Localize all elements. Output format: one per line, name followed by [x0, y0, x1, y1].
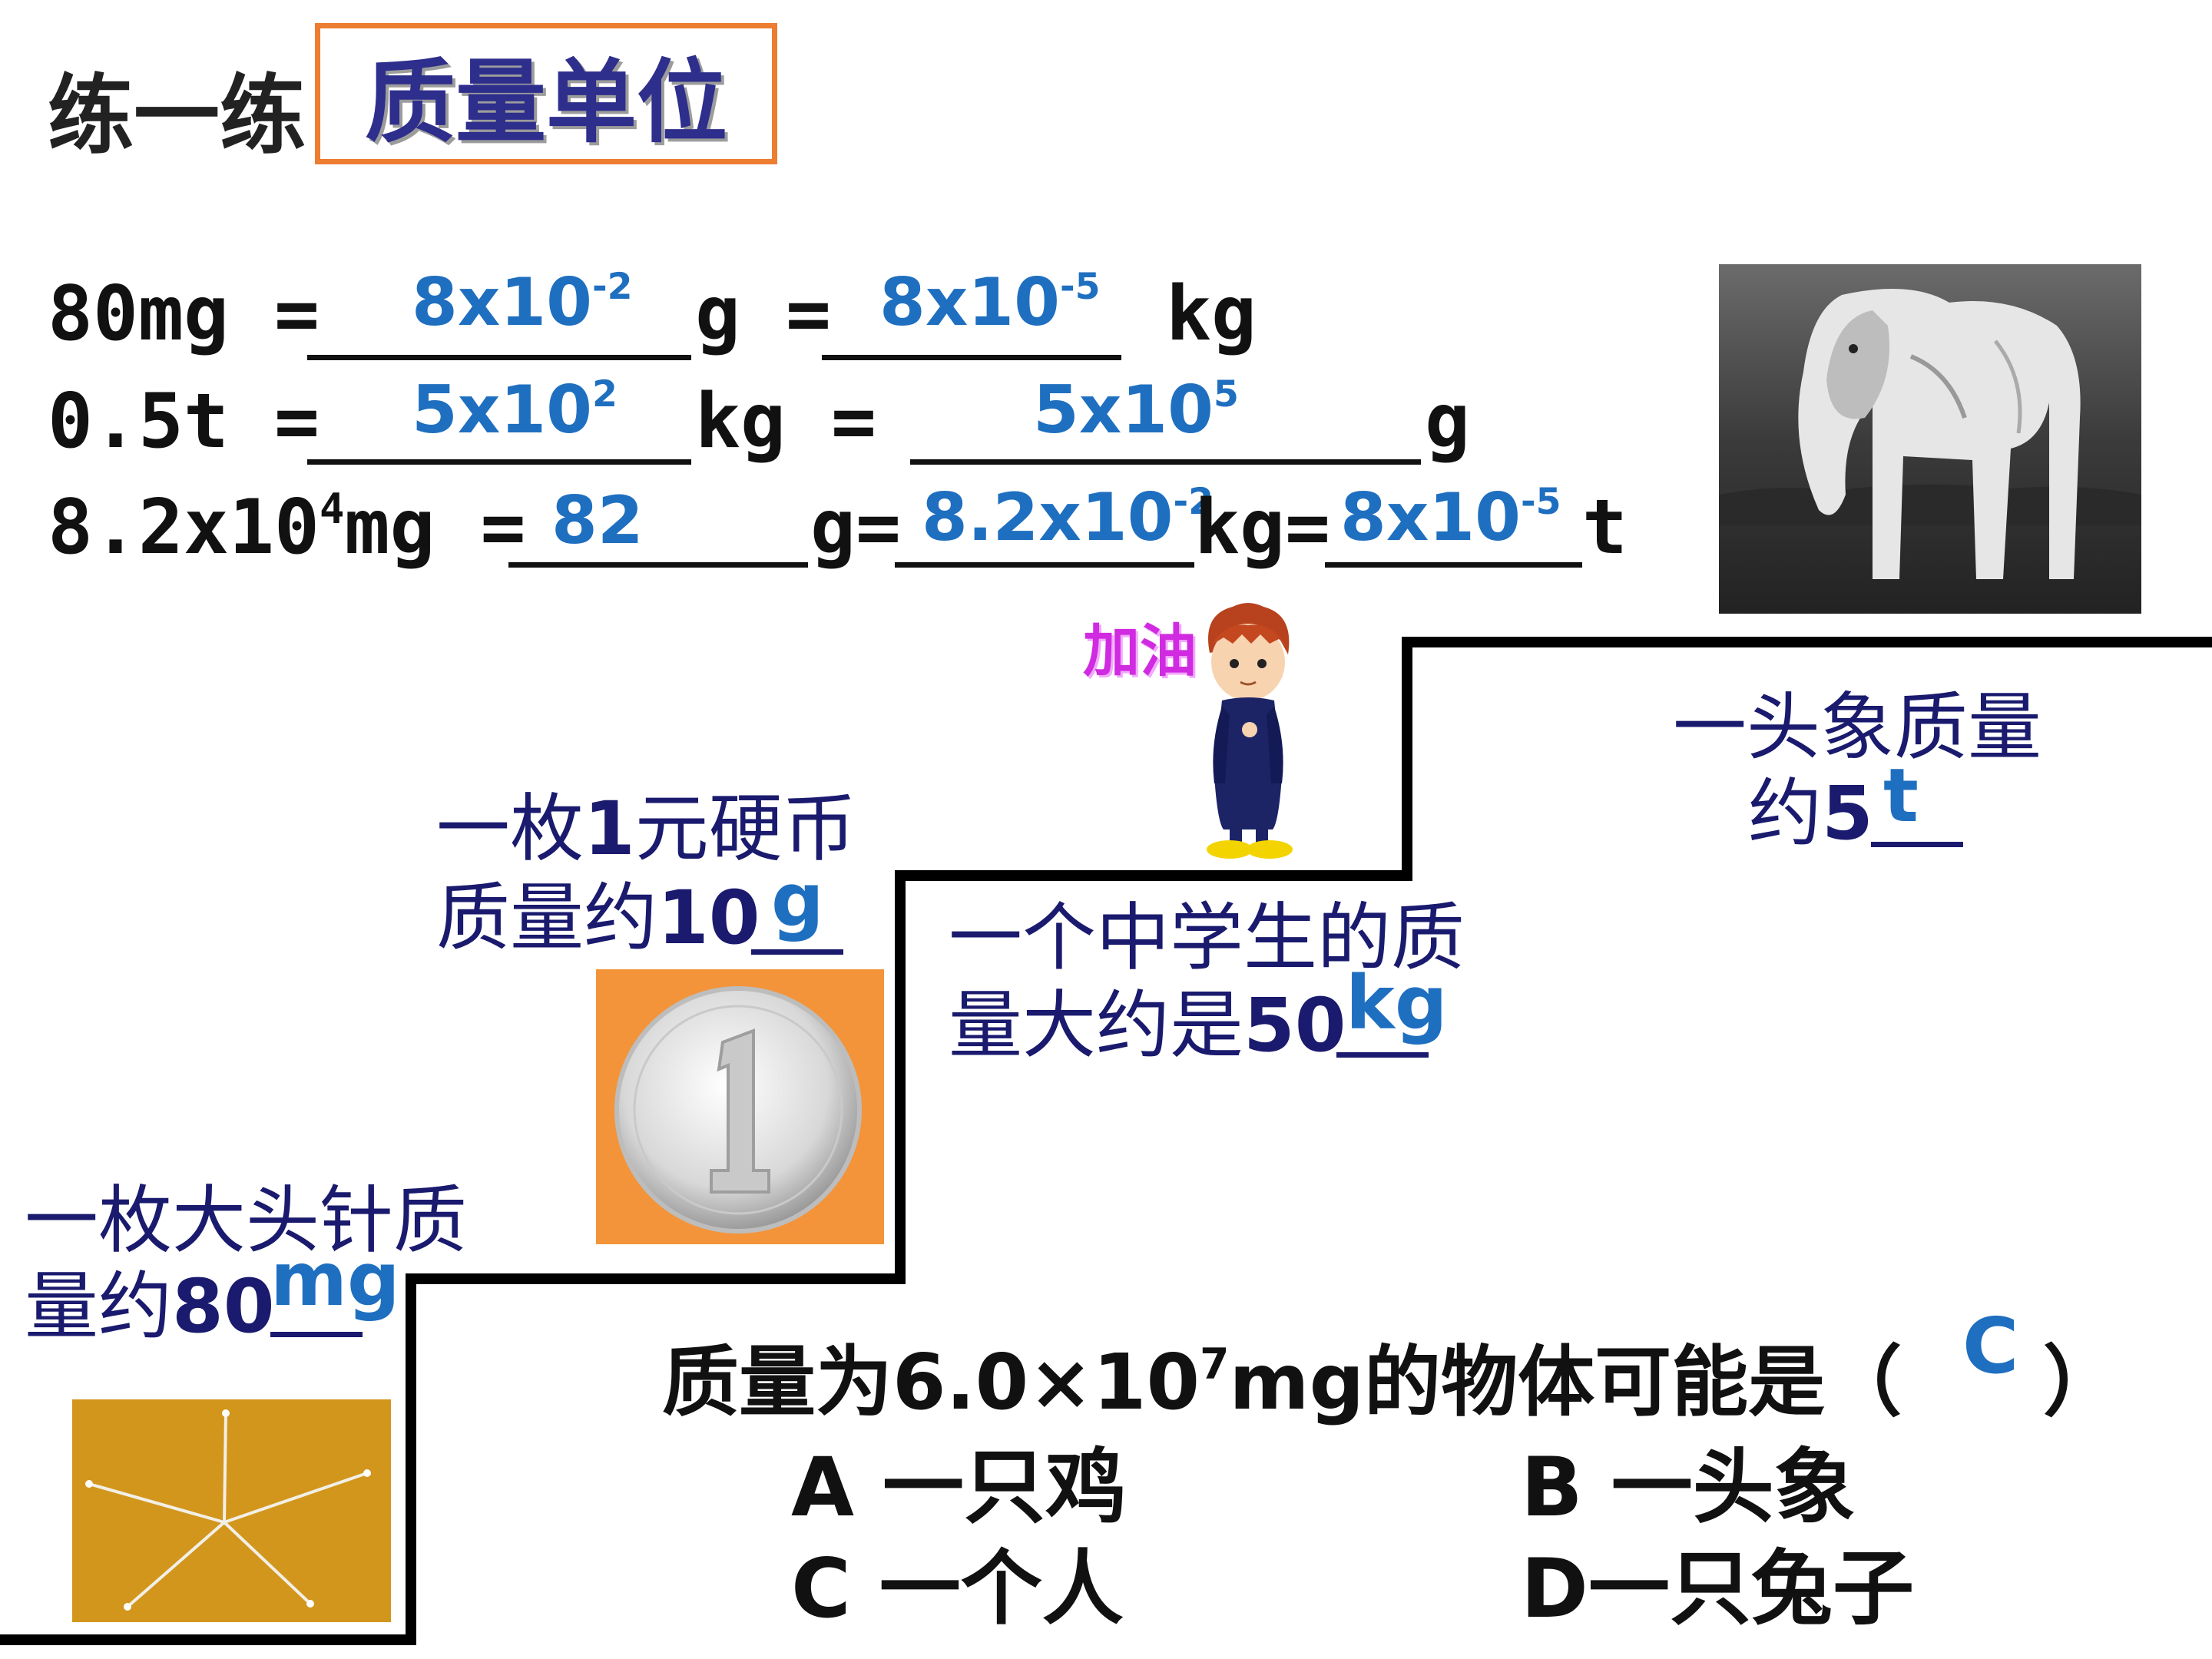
student-caption-line2: 量大约是50 — [949, 982, 1346, 1068]
coin-caption-line2: 质量约10 — [436, 875, 760, 961]
row2-lhs: 0.5t = — [48, 378, 320, 465]
row2-answer2: 5x105 — [1033, 372, 1239, 449]
pins-photo — [72, 1399, 391, 1622]
title-lead: 练一练 — [48, 65, 306, 166]
elephant-photo — [1719, 264, 2141, 614]
row2-unit2: g — [1425, 378, 1471, 465]
row3-lhs: 8.2x104mg = — [48, 484, 526, 571]
cheer-text: 加油 — [1083, 618, 1197, 684]
question-close-paren: ） — [2043, 1337, 2120, 1427]
row3-unit3: t — [1582, 484, 1628, 571]
row3-answer2: 8.2x10-2 — [922, 479, 1214, 556]
student-unit-answer: kg — [1346, 960, 1448, 1046]
student-unit-blank — [1336, 1052, 1429, 1058]
row1-unit1: g = — [695, 270, 832, 358]
coin-photo — [596, 969, 884, 1244]
row3-unit2: kg= — [1194, 484, 1331, 571]
elephant-unit-blank — [1871, 842, 1963, 847]
student-caption-line1: 一个中学生的质 — [949, 895, 1465, 981]
option-c: C 一个人 — [791, 1541, 1124, 1636]
row1-lhs: 80mg = — [48, 270, 320, 358]
row2-answer1: 5x102 — [412, 372, 618, 449]
row3-blank2 — [895, 562, 1194, 568]
row1-answer1: 8x10-2 — [412, 264, 633, 341]
row3-answer1: 82 — [551, 482, 644, 559]
pin-unit-answer: mg — [270, 1237, 400, 1323]
coin-unit-answer: g — [771, 857, 824, 943]
row2-unit1: kg = — [695, 378, 877, 465]
question-answer: C — [1962, 1301, 2019, 1391]
question-text: 质量为6.0×107mg的物体可能是（ — [662, 1337, 1902, 1427]
elephant-unit-answer: t — [1883, 753, 1919, 839]
option-a: A 一只鸡 — [791, 1440, 1127, 1535]
coin-unit-blank — [751, 949, 843, 955]
student-figure — [1207, 603, 1293, 859]
row2-blank2 — [910, 459, 1421, 465]
coin-caption-line1: 一枚1元硬币 — [436, 786, 856, 872]
row3-unit1: g= — [810, 484, 902, 571]
page-title: 质量单位 — [364, 48, 727, 155]
pin-caption-line2: 量约80 — [25, 1263, 275, 1349]
elephant-caption-line1: 一头象质量 — [1673, 684, 2041, 770]
row3-answer3: 8x10-5 — [1340, 479, 1561, 556]
row3-blank1 — [508, 562, 808, 568]
pin-unit-blank — [270, 1332, 363, 1337]
elephant-caption-line2: 约5 — [1748, 770, 1873, 856]
row1-blank1 — [307, 355, 691, 360]
row1-unit2: kg — [1166, 270, 1257, 358]
row1-answer2: 8x10-5 — [879, 264, 1101, 341]
row1-blank2 — [822, 355, 1121, 360]
title-box: 质量单位 — [315, 23, 777, 164]
pin-caption-line1: 一枚大头针质 — [25, 1177, 467, 1263]
row2-blank1 — [307, 459, 691, 465]
row3-blank3 — [1325, 562, 1582, 568]
option-d: D一只兔子 — [1521, 1541, 1914, 1636]
option-b: B 一头象 — [1521, 1440, 1856, 1535]
